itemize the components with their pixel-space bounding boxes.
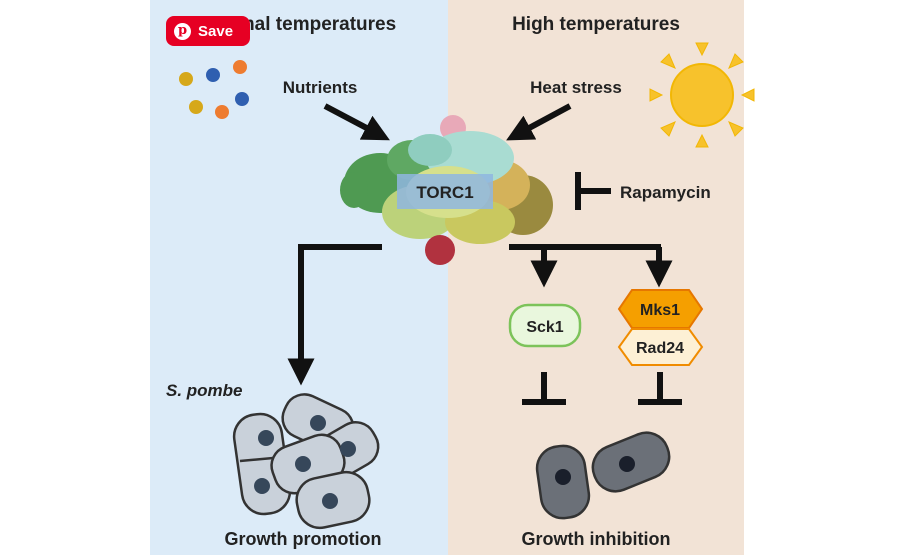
rad24-label: Rad24 [636,340,684,357]
save-button[interactable]: p Save [166,16,250,46]
growth-inhibition-label: Growth inhibition [522,529,671,549]
heat-stress-label: Heat stress [530,78,622,97]
right-panel-title: High temperatures [512,14,680,35]
arrested-cell-nuclei [555,456,635,485]
cell-nuclei [254,415,356,509]
heat-stress-arrow [506,103,572,141]
rapamycin-label: Rapamycin [620,183,711,202]
torc1-label: TORC1 [416,183,473,202]
mks1-label: Mks1 [640,302,680,319]
sck1-inhibition-bar [522,372,566,405]
torc1-label-box [397,174,493,209]
pinterest-icon: p [174,22,191,40]
growth-promotion-arrow [287,244,382,386]
sck1-label: Sck1 [526,319,563,336]
save-button-label: Save [198,22,234,40]
nutrients-arrow [323,103,390,141]
nutrient-dots-icon [179,60,249,119]
mks1-inhibition-bar [638,372,682,405]
sun-icon [649,42,755,148]
species-label: S. pombe [166,381,243,400]
sck1-node [508,303,582,348]
nutrients-label: Nutrients [283,78,358,97]
rad24-node [617,328,704,366]
growth-promotion-label: Growth promotion [225,529,382,549]
